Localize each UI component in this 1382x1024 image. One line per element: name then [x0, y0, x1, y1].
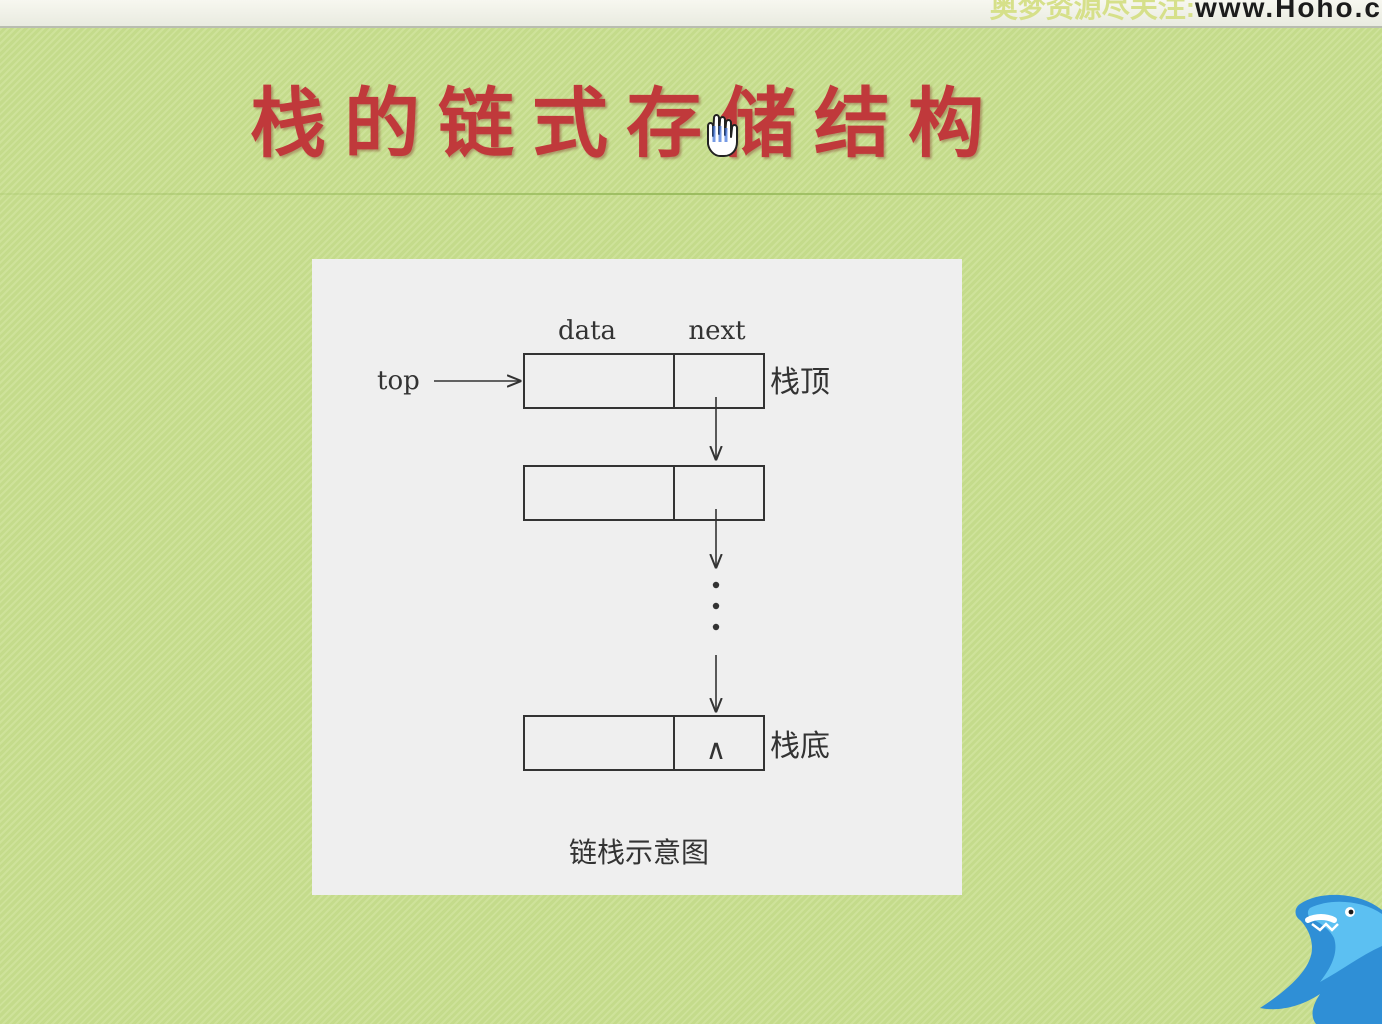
stack-node-middle [523, 465, 765, 521]
title-divider [0, 193, 1382, 195]
diagram-caption: 链栈示意图 [569, 836, 709, 869]
stack-node-top [523, 353, 765, 409]
hand-pointer-icon [707, 114, 738, 157]
linked-stack-diagram: data next top 栈顶 ∧ 栈底 [312, 259, 962, 895]
shark-mascot-icon [1260, 894, 1382, 1024]
node-next-cell [673, 715, 765, 771]
banner-cn-text: 奥梦资源尽关注: [989, 0, 1196, 23]
banner-text: 奥梦资源尽关注:www.Hoho.c [990, 0, 1382, 26]
banner-url: www.Hoho.c [1195, 0, 1382, 23]
node-next-cell [673, 465, 765, 521]
stack-bottom-label: 栈底 [770, 729, 830, 764]
node-data-cell [523, 715, 675, 771]
slide-title: 栈的链式存储结构 [250, 79, 1002, 168]
diagram-canvas: data next top 栈顶 ∧ 栈底 [377, 316, 830, 869]
stack-top-label: 栈顶 [770, 365, 830, 400]
stack-node-bottom [523, 715, 765, 771]
data-field-label: data [558, 316, 616, 346]
null-pointer-symbol: ∧ [706, 733, 727, 766]
next-field-label: next [688, 316, 746, 346]
ellipsis-dots [712, 581, 720, 631]
node-next-cell [673, 353, 765, 409]
top-pointer-label: top [377, 366, 420, 396]
node-data-cell [523, 353, 675, 409]
top-banner: 奥梦资源尽关注:www.Hoho.c [0, 0, 1382, 28]
node-data-cell [523, 465, 675, 521]
